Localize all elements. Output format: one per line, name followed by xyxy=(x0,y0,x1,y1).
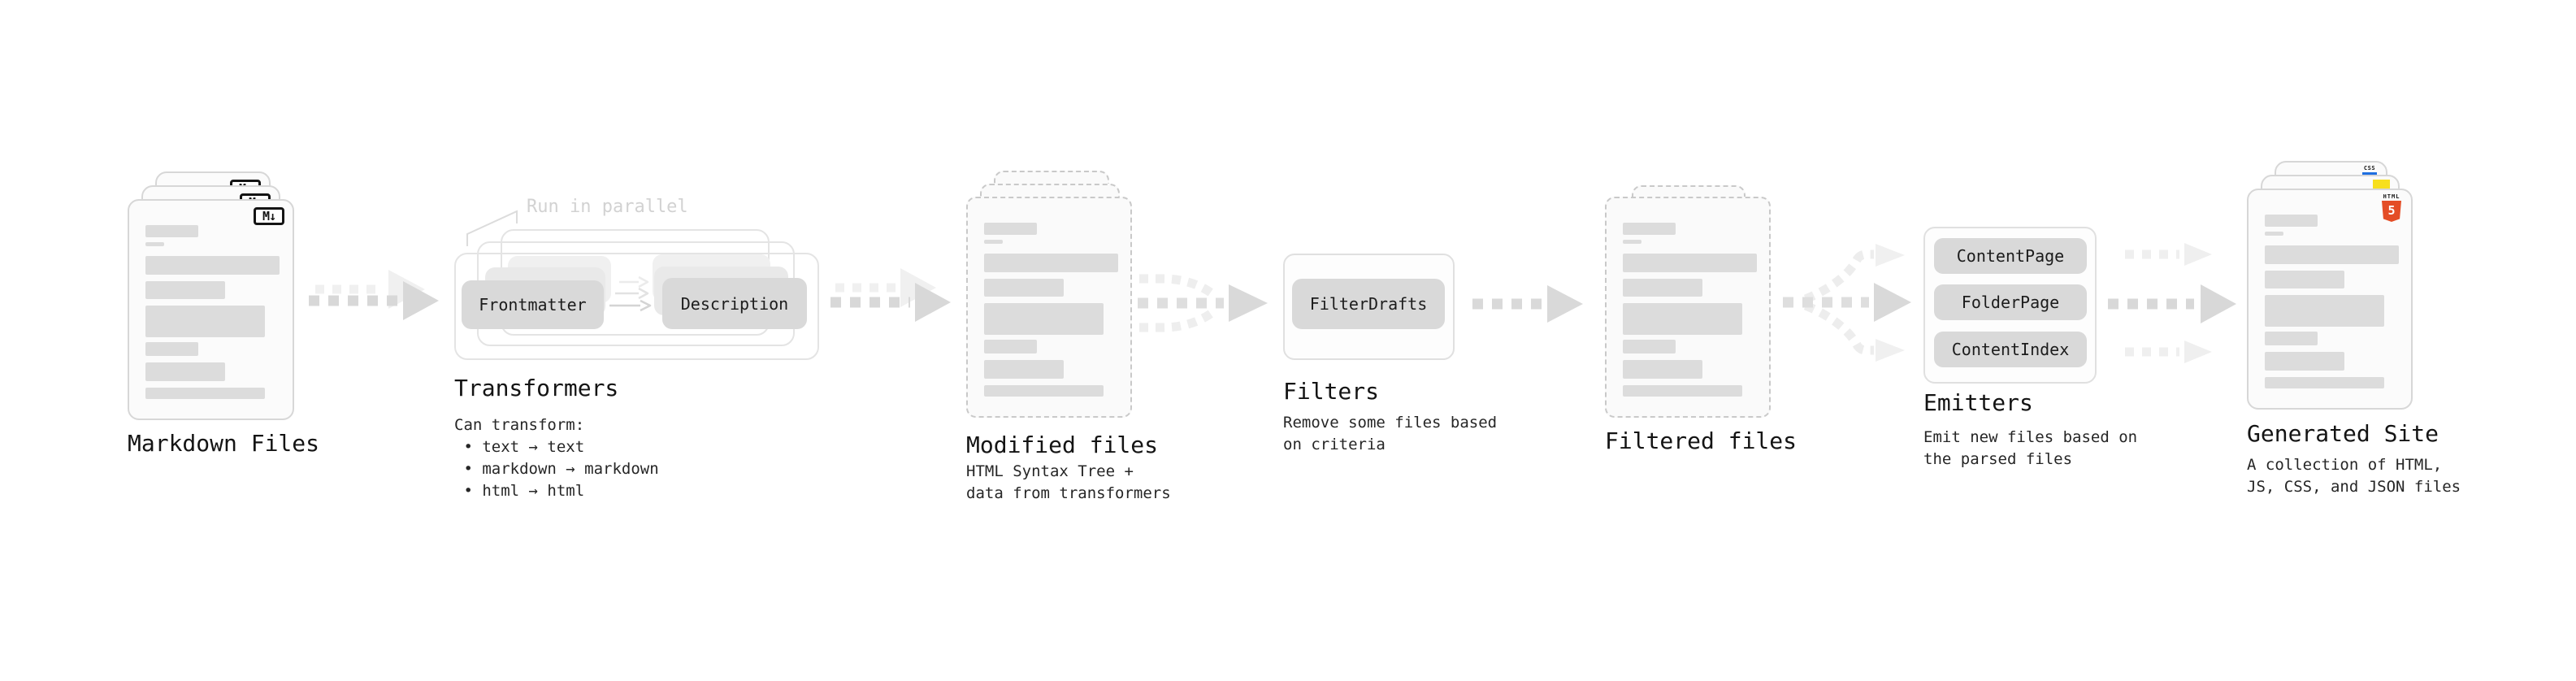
js-icon xyxy=(2373,180,2390,190)
placeholder-text-line xyxy=(1623,385,1742,397)
filterdrafts-pill: FilterDrafts xyxy=(1292,279,1445,329)
placeholder-text-line xyxy=(145,306,265,337)
modified-files-label: Modified files xyxy=(966,432,1159,458)
placeholder-text-line xyxy=(984,240,1003,244)
note-leader-line xyxy=(466,210,518,246)
generated-site-label: Generated Site xyxy=(2247,420,2439,447)
placeholder-text-line xyxy=(145,281,225,299)
modified-file-card-front xyxy=(966,197,1132,418)
markdown-files-label: Markdown Files xyxy=(128,430,320,457)
placeholder-text-line xyxy=(1623,279,1702,297)
transformer-internal-arrows xyxy=(609,275,652,312)
markdown-file-card-front: M↓ xyxy=(128,199,294,420)
generated-file-card-html: HTML 5 xyxy=(2247,189,2413,410)
arrow-markdown-to-transformers xyxy=(309,270,439,320)
arrow-filters-to-filtered xyxy=(1472,285,1583,323)
filtered-file-card-front xyxy=(1605,197,1771,418)
placeholder-text-line xyxy=(984,385,1104,397)
transformers-label: Transformers xyxy=(454,375,619,401)
placeholder-text-line xyxy=(2265,332,2318,345)
arrow-transformers-to-modified xyxy=(830,268,951,322)
emitters-description: Emit new files based on the parsed files xyxy=(1923,428,2138,468)
filters-label: Filters xyxy=(1283,378,1380,405)
run-in-parallel-note: Run in parallel xyxy=(527,197,688,217)
css-icon: CSS xyxy=(2361,166,2378,175)
placeholder-text-line xyxy=(145,242,164,246)
placeholder-text-line xyxy=(1623,360,1702,379)
placeholder-text-line xyxy=(145,388,265,399)
contentpage-pill: ContentPage xyxy=(1934,238,2087,274)
placeholder-text-line xyxy=(2265,377,2384,388)
arrow-filtered-to-emitters xyxy=(1783,244,1911,362)
description-pill: Description xyxy=(662,278,807,329)
transformers-description: Can transform: • text → text • markdown … xyxy=(454,416,659,500)
placeholder-text-line xyxy=(1623,240,1641,244)
placeholder-text-line xyxy=(2265,271,2344,288)
modified-files-description: HTML Syntax Tree + data from transformer… xyxy=(966,462,1171,502)
placeholder-text-line xyxy=(984,340,1037,354)
placeholder-text-line xyxy=(1623,340,1676,354)
placeholder-text-line xyxy=(2265,295,2384,327)
contentindex-pill: ContentIndex xyxy=(1934,332,2087,367)
placeholder-text-line xyxy=(145,256,280,275)
html5-icon: HTML 5 xyxy=(2381,193,2402,222)
filtered-files-label: Filtered files xyxy=(1605,427,1798,454)
placeholder-text-line xyxy=(145,342,198,356)
placeholder-text-line xyxy=(2265,232,2283,236)
placeholder-text-line xyxy=(145,225,198,237)
filters-description: Remove some files based on criteria xyxy=(1283,414,1498,453)
frontmatter-pill: Frontmatter xyxy=(462,280,604,329)
transformer-layer-front xyxy=(454,253,819,360)
generated-site-description: A collection of HTML, JS, CSS, and JSON … xyxy=(2247,456,2461,496)
placeholder-text-line xyxy=(1623,254,1757,272)
placeholder-text-line xyxy=(1623,223,1676,235)
placeholder-text-line xyxy=(984,279,1064,297)
arrow-modified-to-filters xyxy=(1138,274,1268,332)
placeholder-text-line xyxy=(984,223,1037,235)
placeholder-text-line xyxy=(145,362,225,381)
placeholder-text-line xyxy=(2265,215,2318,227)
markdown-icon: M↓ xyxy=(254,207,284,225)
folderpage-pill: FolderPage xyxy=(1934,284,2087,320)
placeholder-text-line xyxy=(984,303,1104,335)
emitters-label: Emitters xyxy=(1923,389,2033,416)
placeholder-text-line xyxy=(984,254,1118,272)
arrow-emitters-to-generated xyxy=(2108,243,2236,363)
placeholder-text-line xyxy=(984,360,1064,379)
placeholder-text-line xyxy=(1623,303,1742,335)
placeholder-text-line xyxy=(2265,352,2344,371)
placeholder-text-line xyxy=(2265,245,2399,264)
